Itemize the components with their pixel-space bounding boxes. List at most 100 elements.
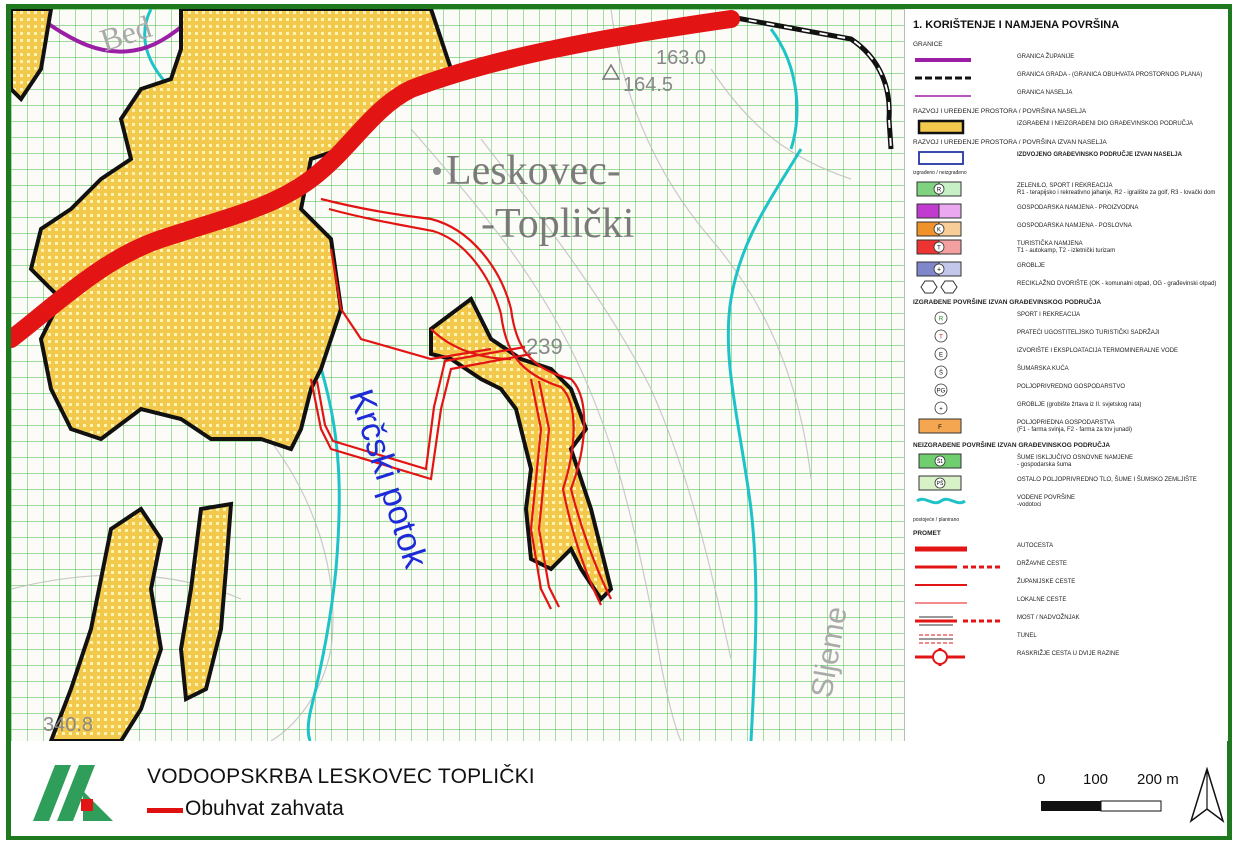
road-4-symbol: [915, 546, 967, 552]
legend-label: GOSPODARSKA NAMJENA - PROIZVODNA: [1017, 205, 1227, 212]
boundary-legend: Obuhvat zahvata: [147, 793, 547, 823]
legend-symbol: [913, 612, 1001, 632]
legend-item: IZDVOJENO GRAĐEVINSKO PODRUČJE IZVAN NAS…: [913, 149, 1228, 169]
boundary-line-symbol: [147, 808, 183, 813]
legend-group-heading: GRANICE: [913, 41, 943, 48]
circle-red-symbol: T: [934, 329, 948, 343]
svg-text:T: T: [937, 246, 941, 252]
legend-label-text: SPORT I REKREACIJA: [1017, 312, 1081, 318]
rect-green-ps-symbol: PŠ: [918, 475, 962, 491]
svg-text:R: R: [939, 317, 944, 323]
svg-text:+: +: [939, 407, 943, 413]
legend-symbol: [913, 51, 971, 71]
map-canvas[interactable]: Leskovec- -Toplički Krčski potok Bed Slj…: [11, 9, 904, 741]
legend-item: K GOSPODARSKA NAMJENA - POSLOVNA: [913, 220, 1228, 240]
legend-label-sub: -vodotoci: [1017, 502, 1042, 508]
legend-symbol: R: [913, 309, 971, 329]
settlement-areas: [11, 9, 614, 741]
legend-label-text: ŠUME ISKLJUČIVO OSNOVNE NAMJENE: [1017, 455, 1134, 461]
circle-black-symbol: E: [934, 347, 948, 361]
city-boundary: [730, 14, 894, 150]
legend-item: PG POLJOPRIVREDNO GOSPODARSTVO: [913, 381, 1228, 401]
elevation-2: 164.5: [623, 74, 673, 96]
legend-label: ŠUME ISKLJUČIVO OSNOVNE NAMJENE- gospoda…: [1017, 455, 1227, 469]
settlement-west: [11, 9, 54, 103]
legend-symbol: [913, 540, 971, 560]
legend-label-text: IZVORIŠTE I EKSPLOATACIJA TERMOMINERALNE…: [1017, 348, 1179, 354]
legend-item: TUNEL: [913, 630, 1228, 650]
legend-symbol: Š: [913, 363, 971, 383]
project-title: VODOOPSKRBA LESKOVEC TOPLIČKI: [147, 765, 535, 788]
interchange-symbol: [915, 648, 965, 666]
legend-label-text: GRANICA NASELJA: [1017, 90, 1073, 96]
legend-title: 1. KORIŠTENJE I NAMJENA POVRŠINA: [913, 19, 1120, 31]
legend-item: F POLJOPRIEDNA GOSPODARSTVA(F1 - farma sv…: [913, 417, 1228, 437]
svg-text:PŠ: PŠ: [937, 480, 944, 487]
legend-label: GROBLJE (grobište žrtava iz II. svjetsko…: [1017, 402, 1227, 409]
legend-label: LOKALNE CESTE: [1017, 597, 1227, 604]
legend-item: AUTOCESTA: [913, 540, 1228, 560]
legend-symbol: [913, 558, 1001, 578]
place-name-1: Leskovec-: [446, 148, 621, 194]
map-frame: [6, 4, 1232, 840]
legend-symbol: [913, 87, 971, 107]
legend-label: RECIKLAŽNO DVORIŠTE (OK - komunalni otpa…: [1017, 281, 1227, 288]
elevation-1: 163.0: [656, 47, 706, 69]
legend-item: GRANICA NASELJA: [913, 87, 1228, 107]
legend-item: LOKALNE CESTE: [913, 594, 1228, 614]
pair-orange-symbol: K: [916, 221, 962, 237]
survey-triangle-icon: [601, 63, 621, 80]
north-arrow-icon: [1189, 767, 1225, 823]
legend-symbol: T: [913, 238, 971, 258]
legend-label-sub: (F1 - farma svinja, F2 - farma za tov ju…: [1017, 427, 1133, 433]
legend-label-text: ZELENILO, SPORT I REKREACIJA: [1017, 183, 1113, 189]
scale-bar-graphic: [1041, 800, 1162, 812]
settlement-southeast: [429, 295, 614, 603]
legend-label-text: DRŽAVNE CESTE: [1017, 561, 1067, 567]
water-symbol: [916, 497, 966, 505]
legend-symbol: R: [913, 180, 971, 200]
legend-label-text: ŽUPANIJSKE CESTE: [1017, 579, 1076, 585]
place-name-2: -Toplički: [481, 201, 634, 247]
legend-label-text: POLJOPRIEDNA GOSPODARSTVA: [1017, 420, 1115, 426]
legend-label-text: AUTOCESTA: [1017, 543, 1054, 549]
legend-item: R SPORT I REKREACIJA: [913, 309, 1228, 329]
pair-magenta-symbol: [916, 203, 962, 219]
legend-group-heading: RAZVOJ I UREĐENJE PROSTORA / POVRŠINA IZ…: [913, 139, 1107, 146]
legend-label-sub: R1 - terapijsko i rekreativno jahanje, R…: [1017, 190, 1216, 196]
legend-item: GRANICA GRADA - (GRANICA OBUHVATA PROSTO…: [913, 69, 1228, 89]
legend-label-text: IZDVOJENO GRAĐEVINSKO PODRUČJE IZVAN NAS…: [1017, 152, 1182, 158]
legend-label: OSTALO POLJOPRIVREDNO TLO, ŠUME I ŠUMSKO…: [1017, 477, 1227, 484]
legend-label-text: POLJOPRIVREDNO GOSPODARSTVO: [1017, 384, 1126, 390]
legend-label-text: MOST / NADVOŽNJAK: [1017, 615, 1080, 621]
legend-label: RASKRIŽJE CESTA U DVIJE RAZINE: [1017, 651, 1227, 658]
rect-yellow-symbol: [917, 119, 965, 135]
legend-item: PŠ OSTALO POLJOPRIVREDNO TLO, ŠUME I ŠUMS…: [913, 474, 1228, 494]
settlement-main: [28, 9, 454, 452]
rect-green-s-symbol: Š1: [918, 453, 962, 469]
legend-label-text: RECIKLAŽNO DVORIŠTE (OK - komunalni otpa…: [1017, 281, 1217, 287]
legend-symbol: [913, 594, 971, 614]
svg-text:PG: PG: [937, 389, 946, 395]
circle-black-symbol: Š: [934, 365, 948, 379]
legend-symbol: [913, 576, 971, 596]
legend-symbol: [913, 278, 971, 298]
legend-label: GOSPODARSKA NAMJENA - POSLOVNA: [1017, 223, 1227, 230]
legend-symbol: K: [913, 220, 971, 240]
legend-symbol: F: [913, 417, 971, 437]
scale-bar: 0 100 200 m: [1011, 763, 1231, 823]
legend-symbol: +: [913, 260, 971, 280]
legend-symbol: T: [913, 327, 971, 347]
legend-label: POLJOPRIVREDNO GOSPODARSTVO: [1017, 384, 1227, 391]
circle-black-symbol: PG: [934, 383, 948, 397]
legend-item: MOST / NADVOŽNJAK: [913, 612, 1228, 632]
legend-symbol: [913, 202, 971, 222]
settlement-southwest-1: [48, 506, 164, 741]
legend-group-heading: PROMET: [913, 530, 941, 537]
road-1-symbol: [915, 602, 967, 604]
legend-item: Š1 ŠUME ISKLJUČIVO OSNOVNE NAMJENE- gospo…: [913, 452, 1228, 472]
legend-label: PRATEĆI UGOSTITELJSKO TURISTIČKI SADRŽAJ…: [1017, 330, 1227, 337]
